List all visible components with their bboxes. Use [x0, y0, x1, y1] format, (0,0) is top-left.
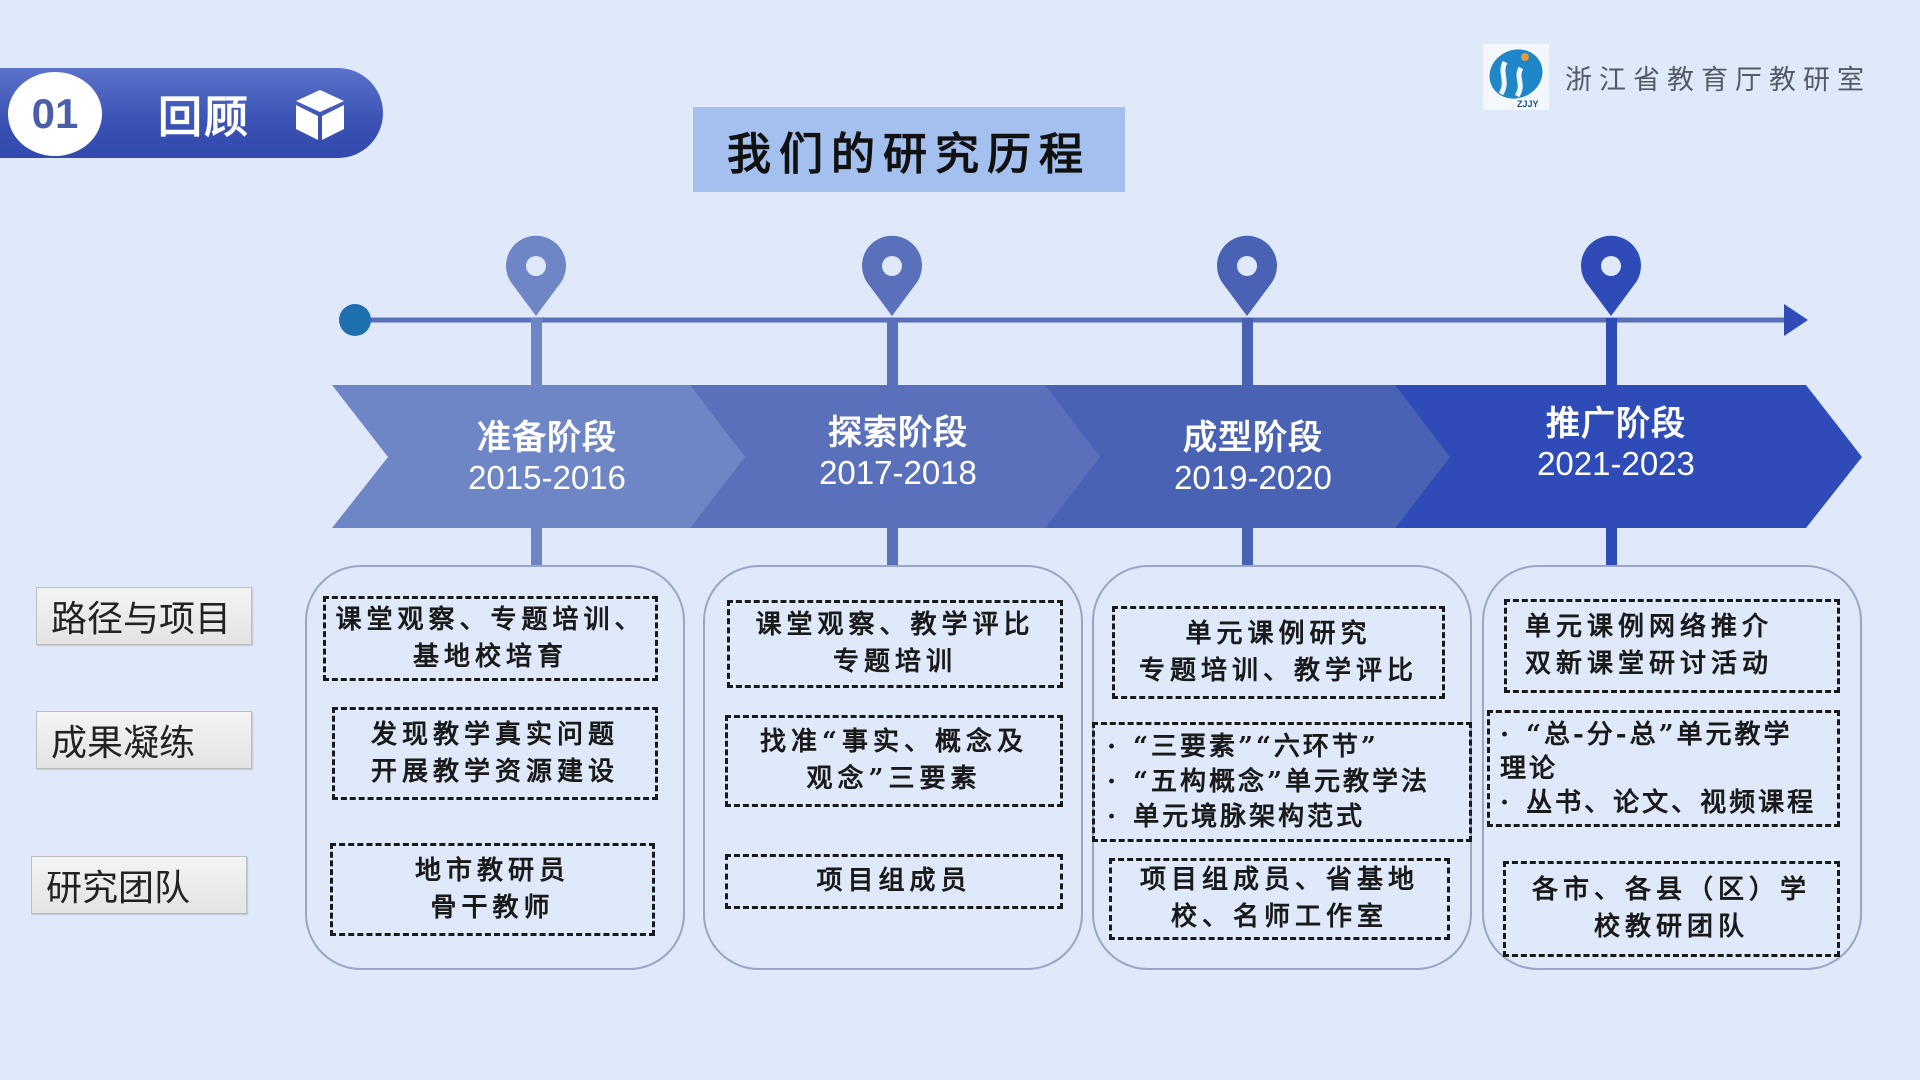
svg-text:ZJJY: ZJJY	[1517, 99, 1539, 109]
stage-years: 2019-2020	[1174, 459, 1332, 496]
stage-3-label: 成型阶段 2019-2020	[1123, 418, 1383, 498]
stage-2-card	[703, 565, 1083, 970]
cube-icon	[296, 90, 344, 140]
stage-4-label: 推广阶段 2021-2023	[1486, 404, 1746, 484]
org-name: 浙江省教育厅教研室	[1565, 64, 1871, 96]
stage-years: 2021-2023	[1537, 445, 1695, 482]
section-label: 回顾	[158, 92, 250, 143]
stage-1-card	[305, 565, 685, 970]
stage-1-path-projects: 课堂观察、专题培训、 基地校培育	[323, 596, 658, 681]
stage-3-achievements: “三要素”“六环节” “五构概念”单元教学法 单元境脉架构范式	[1092, 722, 1472, 842]
stage-years: 2015-2016	[468, 459, 626, 496]
row-label-path-projects: 路径与项目	[36, 587, 252, 645]
stage-name: 推广阶段	[1546, 404, 1686, 444]
section-number: 01	[8, 72, 102, 156]
stage-4-path-projects: 单元课例网络推介 双新课堂研讨活动	[1504, 599, 1840, 693]
stage-3-team: 项目组成员、省基地 校、名师工作室	[1109, 858, 1450, 940]
stage-2-team: 项目组成员	[725, 854, 1063, 909]
stage-1-achievements: 发现教学真实问题 开展教学资源建设	[332, 707, 658, 800]
stage-2-achievements: 找准“事实、概念及 观念”三要素	[725, 715, 1063, 807]
row-label-team: 研究团队	[31, 856, 247, 914]
stage-name: 准备阶段	[477, 418, 617, 458]
location-pin-icon	[1581, 235, 1642, 316]
timeline-start-dot	[339, 304, 371, 336]
row-label-achievements: 成果凝练	[36, 711, 252, 769]
stage-3-path-projects: 单元课例研究 专题培训、教学评比	[1112, 606, 1445, 699]
stage-4-team: 各市、各县（区）学 校教研团队	[1503, 861, 1840, 957]
location-pin-icon	[506, 235, 567, 316]
stage-years: 2017-2018	[819, 454, 977, 491]
stage-2-path-projects: 课堂观察、教学评比 专题培训	[727, 600, 1063, 688]
stage-1-team: 地市教研员 骨干教师	[330, 843, 655, 936]
page-title: 我们的研究历程	[693, 107, 1125, 192]
stage-name: 成型阶段	[1183, 418, 1323, 458]
stage-4-card	[1482, 565, 1862, 970]
zjjy-logo-icon: ZJJY	[1483, 44, 1549, 110]
location-pin-icon	[862, 235, 923, 316]
stage-2-label: 探索阶段 2017-2018	[768, 413, 1028, 493]
location-pin-icon	[1217, 235, 1278, 316]
stage-name: 探索阶段	[828, 413, 968, 453]
stage-4-achievements: “总-分-总”单元教学 理论 丛书、论文、视频课程	[1487, 710, 1840, 827]
stage-1-label: 准备阶段 2015-2016	[417, 418, 677, 498]
timeline-arrow-icon	[1784, 304, 1808, 336]
